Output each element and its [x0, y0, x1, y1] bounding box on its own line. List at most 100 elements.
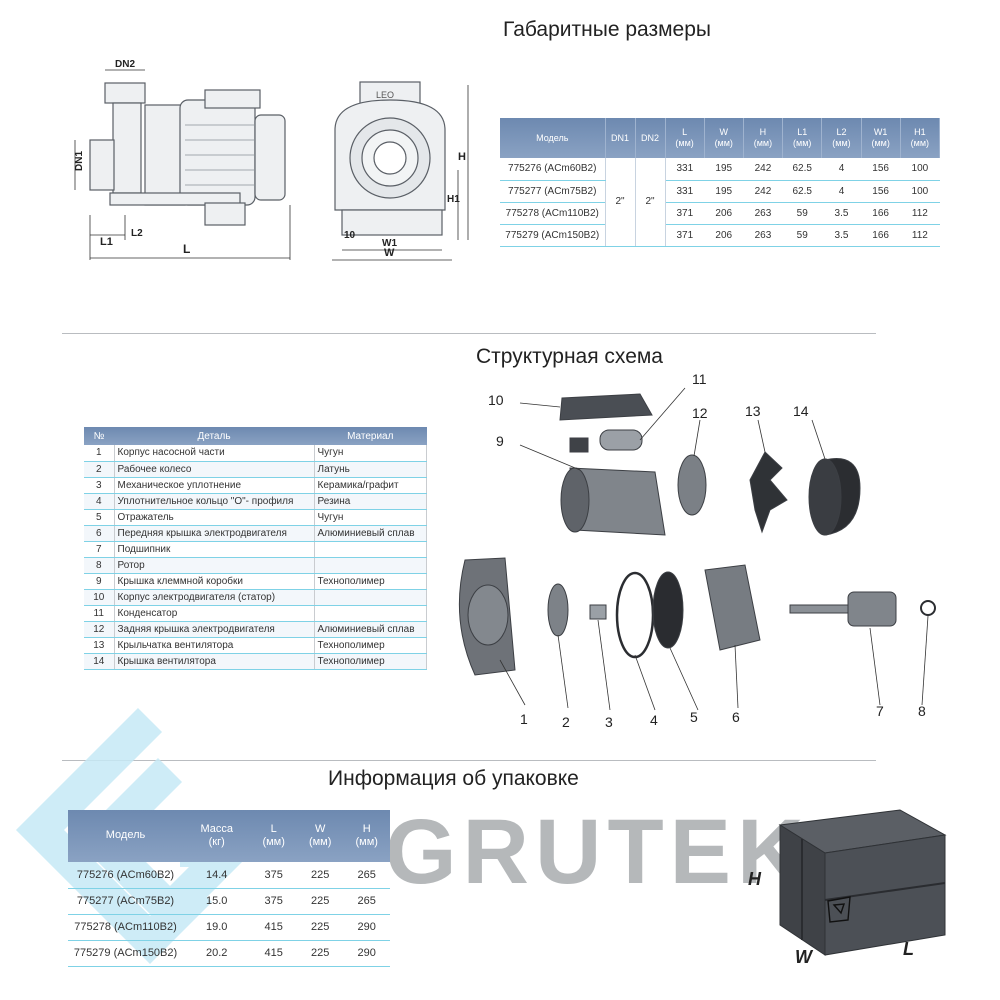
package-box-illustration: H W L — [748, 809, 947, 967]
l2-cell: 4 — [821, 158, 862, 181]
header-w1: W1(мм) — [861, 118, 901, 158]
l2-cell: 3.5 — [821, 224, 862, 247]
num-cell: 2 — [84, 461, 115, 478]
table-row: 775277 (ACm75B2) 331 195 242 62.5 4 156 … — [500, 180, 940, 203]
mass-cell: 19.0 — [183, 914, 251, 941]
h-cell: 263 — [743, 202, 783, 225]
model-cell: 775276 (ACm60B2) — [68, 862, 183, 889]
w-cell: 206 — [704, 224, 744, 247]
callout-9: 9 — [496, 433, 504, 449]
h-cell: 263 — [743, 224, 783, 247]
material-cell — [314, 557, 427, 574]
callout-2: 2 — [562, 714, 570, 730]
h-cell: 242 — [743, 180, 783, 203]
dn2-label: DN2 — [115, 59, 135, 70]
part-cell: Задняя крышка электродвигателя — [114, 621, 315, 638]
model-cell: 775278 (ACm110B2) — [500, 202, 605, 225]
dn1-cell: 2" — [604, 158, 636, 247]
l-label: L — [183, 242, 190, 256]
callout-1: 1 — [520, 711, 528, 727]
model-cell: 775276 (ACm60B2) — [500, 158, 605, 181]
mass-cell: 15.0 — [183, 888, 251, 915]
callout-11: 11 — [692, 371, 707, 387]
num-cell: 14 — [84, 653, 115, 670]
num-cell: 12 — [84, 621, 115, 638]
material-cell: Чугун — [314, 445, 427, 462]
header-dn2: DN2 — [635, 118, 666, 158]
part-cell: Уплотнительное кольцо "O"- профиля — [114, 493, 315, 510]
w-label: W — [384, 247, 395, 259]
l2-label: L2 — [131, 228, 143, 239]
num-cell: 7 — [84, 541, 115, 558]
h1-cell: 112 — [900, 224, 940, 247]
header-model: Модель — [68, 810, 183, 862]
part-cell: Крышка клеммной коробки — [114, 573, 315, 590]
leo-mark: LEO — [376, 90, 394, 100]
w-cell: 206 — [704, 202, 744, 225]
w-cell: 195 — [704, 180, 744, 203]
l2-cell: 3.5 — [821, 202, 862, 225]
callout-8: 8 — [918, 703, 926, 719]
part-cell: Корпус электродвигателя (статор) — [114, 589, 315, 606]
packaging-title: Информация об упаковке — [328, 767, 579, 790]
dimensions-title: Габаритные размеры — [503, 18, 711, 41]
num-cell: 4 — [84, 493, 115, 510]
material-cell: Технополимер — [314, 573, 427, 590]
header-dn1: DN1 — [605, 118, 636, 158]
mass-cell: 20.2 — [183, 940, 251, 967]
h-cell: 242 — [743, 158, 783, 181]
header-model: Модель — [500, 118, 606, 158]
callout-3: 3 — [605, 714, 613, 730]
material-cell — [314, 541, 427, 558]
part-cell: Ротор — [114, 557, 315, 574]
part-cell: Передняя крышка электродвигателя — [114, 525, 315, 542]
h-label: H — [458, 151, 466, 163]
l-cell: 415 — [250, 914, 297, 941]
h1-label: H1 — [447, 194, 460, 205]
l-cell: 371 — [665, 202, 705, 225]
header-l: L(мм) — [665, 118, 705, 158]
packaging-header-row: Модель Масса(кг) L(мм) W(мм) H(мм) — [68, 810, 390, 862]
w-cell: 225 — [296, 940, 344, 967]
header-mass: Масса(кг) — [183, 810, 251, 862]
exploded-view-diagram: 1 2 3 4 5 6 7 8 9 10 11 12 13 14 — [458, 371, 936, 730]
l1-label: L1 — [100, 236, 113, 248]
material-cell — [314, 605, 427, 622]
w-cell: 225 — [296, 888, 344, 915]
structure-title: Структурная схема — [476, 345, 663, 368]
material-cell: Технополимер — [314, 637, 427, 654]
callout-10: 10 — [488, 392, 504, 408]
h1-cell: 112 — [900, 202, 940, 225]
l1-cell: 59 — [782, 202, 822, 225]
l-cell: 415 — [250, 940, 297, 967]
parts-header-row: № Деталь Материал — [84, 427, 427, 445]
header-h: H(мм) — [343, 810, 390, 862]
model-cell: 775278 (ACm110B2) — [68, 914, 183, 941]
part-cell: Подшипник — [114, 541, 315, 558]
num-cell: 3 — [84, 477, 115, 494]
header-l2: L2(мм) — [821, 118, 862, 158]
num-cell: 8 — [84, 557, 115, 574]
material-cell: Резина — [314, 493, 427, 510]
material-cell: Латунь — [314, 461, 427, 478]
table-row: 775279 (ACm150B2) 371 206 263 59 3.5 166… — [500, 224, 940, 247]
l2-cell: 4 — [821, 180, 862, 203]
header-l1: L1(мм) — [782, 118, 823, 158]
header-h: H(мм) — [743, 118, 784, 158]
header-w: W(мм) — [704, 118, 744, 158]
material-cell — [314, 589, 427, 606]
header-w: W(мм) — [296, 810, 344, 862]
ten-label: 10 — [344, 230, 356, 241]
box-l-label: L — [903, 939, 914, 959]
model-cell: 775279 (ACm150B2) — [500, 224, 605, 247]
model-cell: 775277 (ACm75B2) — [500, 180, 605, 203]
w-cell: 225 — [296, 914, 344, 941]
